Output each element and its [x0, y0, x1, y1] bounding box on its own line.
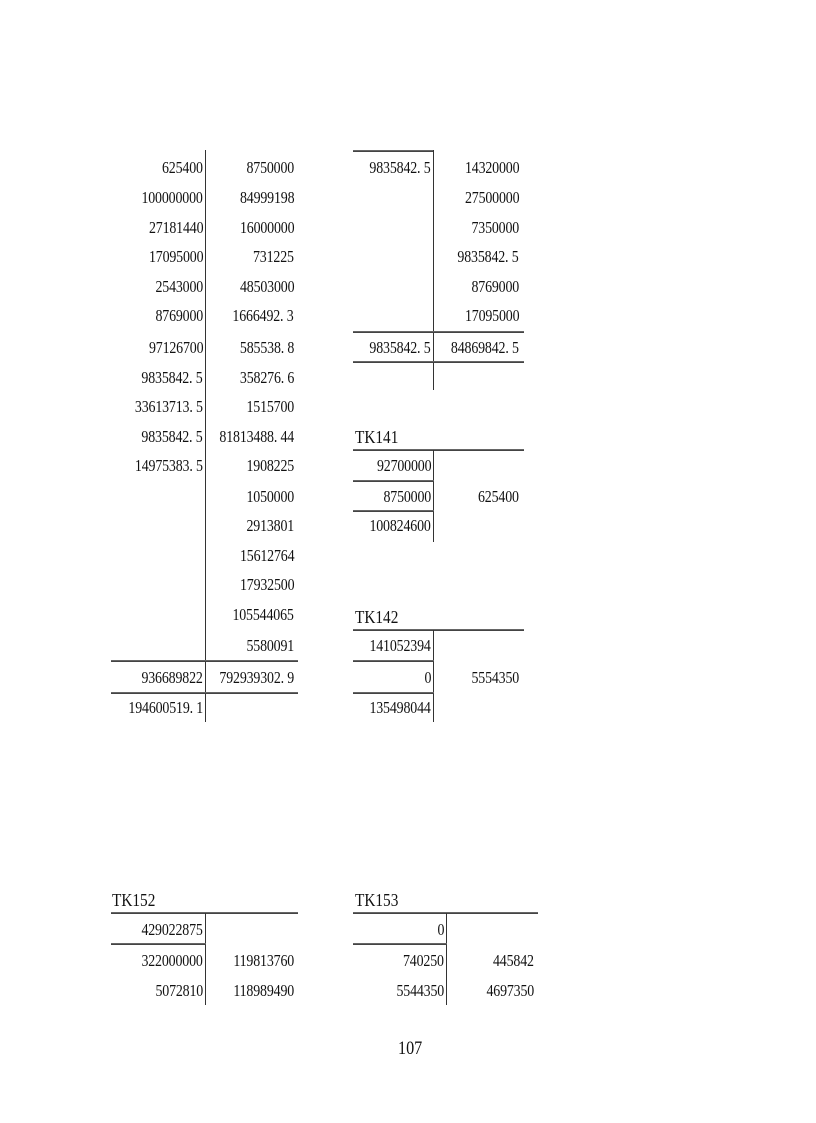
- opening-debit: 9835842. 5: [369, 158, 431, 177]
- debit-entry: 33613713. 5: [135, 397, 203, 416]
- credit-entry: 1515700: [246, 397, 294, 416]
- debit-entry: 27181440: [148, 218, 204, 237]
- credit-entry: 8750000: [246, 158, 294, 177]
- total-debit: 936689822: [141, 668, 203, 687]
- credit-entry: 17095000: [464, 306, 520, 325]
- opening-debit: 141052394: [369, 636, 431, 655]
- credit-entry: 8769000: [471, 277, 519, 296]
- credit-entry: 1908225: [246, 456, 294, 475]
- header-rule: [353, 449, 524, 451]
- total-debit: 9835842. 5: [369, 338, 431, 357]
- closing-credit: 118989490: [233, 981, 294, 1000]
- credit-entry: 17932500: [239, 575, 295, 594]
- credit-entry: 14320000: [464, 158, 520, 177]
- top-rule: [353, 150, 434, 152]
- header-rule: [353, 629, 524, 631]
- arising-rule: [111, 943, 206, 945]
- credit-entry: 15612764: [239, 546, 295, 565]
- arising-rule: [353, 660, 434, 662]
- closing-debit: 100824600: [369, 516, 431, 535]
- closing-debit: 135498044: [369, 698, 431, 717]
- account-title: TK141: [355, 427, 399, 447]
- arising-debit: 322000000: [141, 951, 203, 970]
- arising-debit: 0: [424, 668, 431, 687]
- account-title: TK152: [112, 890, 156, 910]
- closing-rule: [353, 510, 434, 512]
- opening-debit: 0: [437, 920, 444, 939]
- t-account-divider: [433, 630, 434, 722]
- arising-credit: 625400: [478, 487, 519, 506]
- credit-entry: 27500000: [464, 188, 520, 207]
- credit-entry: 358276. 6: [239, 368, 294, 387]
- debit-entry: 9835842. 5: [141, 368, 203, 387]
- debit-entry: 97126700: [148, 338, 204, 357]
- closing-rule: [353, 692, 434, 694]
- arising-credit: 5554350: [471, 668, 519, 687]
- debit-entry: 100000000: [141, 188, 203, 207]
- t-account-divider: [446, 913, 447, 1005]
- balance-debit: 194600519. 1: [128, 698, 203, 717]
- header-rule: [353, 912, 538, 914]
- t-account-divider: [205, 913, 206, 1005]
- page-number: 107: [398, 1038, 423, 1059]
- closing-debit: 5072810: [155, 981, 203, 1000]
- header-rule: [111, 912, 298, 914]
- credit-entry: 731225: [253, 247, 294, 266]
- total-rule: [353, 331, 524, 333]
- debit-entry: 625400: [162, 158, 203, 177]
- total-rule: [111, 660, 298, 662]
- t-account-divider: [433, 150, 434, 390]
- credit-entry: 2913801: [246, 516, 294, 535]
- arising-credit: 445842: [493, 951, 534, 970]
- account-title: TK153: [355, 890, 399, 910]
- debit-entry: 17095000: [148, 247, 204, 266]
- opening-debit: 429022875: [141, 920, 203, 939]
- closing-credit: 4697350: [486, 981, 534, 1000]
- debit-entry: 2543000: [155, 277, 203, 296]
- credit-entry: 7350000: [471, 218, 519, 237]
- credit-entry: 105544065: [232, 605, 294, 624]
- arising-rule: [353, 943, 447, 945]
- balance-rule: [111, 692, 298, 694]
- credit-entry: 5580091: [246, 636, 294, 655]
- credit-entry: 81813488. 44: [219, 427, 294, 446]
- opening-debit: 92700000: [376, 456, 432, 475]
- credit-entry: 48503000: [239, 277, 295, 296]
- credit-entry: 585538. 8: [239, 338, 294, 357]
- credit-entry: 1666492. 3: [232, 306, 294, 325]
- debit-entry: 14975383. 5: [135, 456, 203, 475]
- credit-entry: 9835842. 5: [457, 247, 519, 266]
- closing-debit: 5544350: [396, 981, 444, 1000]
- credit-entry: 16000000: [239, 218, 295, 237]
- arising-debit: 8750000: [383, 487, 431, 506]
- credit-entry: 1050000: [246, 487, 294, 506]
- arising-debit: 740250: [403, 951, 444, 970]
- total-credit: 792939302. 9: [219, 668, 294, 687]
- t-account-divider: [433, 450, 434, 542]
- credit-entry: 84999198: [239, 188, 295, 207]
- t-account-divider: [205, 150, 206, 722]
- total-credit: 84869842. 5: [451, 338, 519, 357]
- balance-rule: [353, 361, 524, 363]
- debit-entry: 8769000: [155, 306, 203, 325]
- account-title: TK142: [355, 607, 399, 627]
- debit-entry: 9835842. 5: [141, 427, 203, 446]
- arising-rule: [353, 480, 434, 482]
- arising-credit: 119813760: [233, 951, 294, 970]
